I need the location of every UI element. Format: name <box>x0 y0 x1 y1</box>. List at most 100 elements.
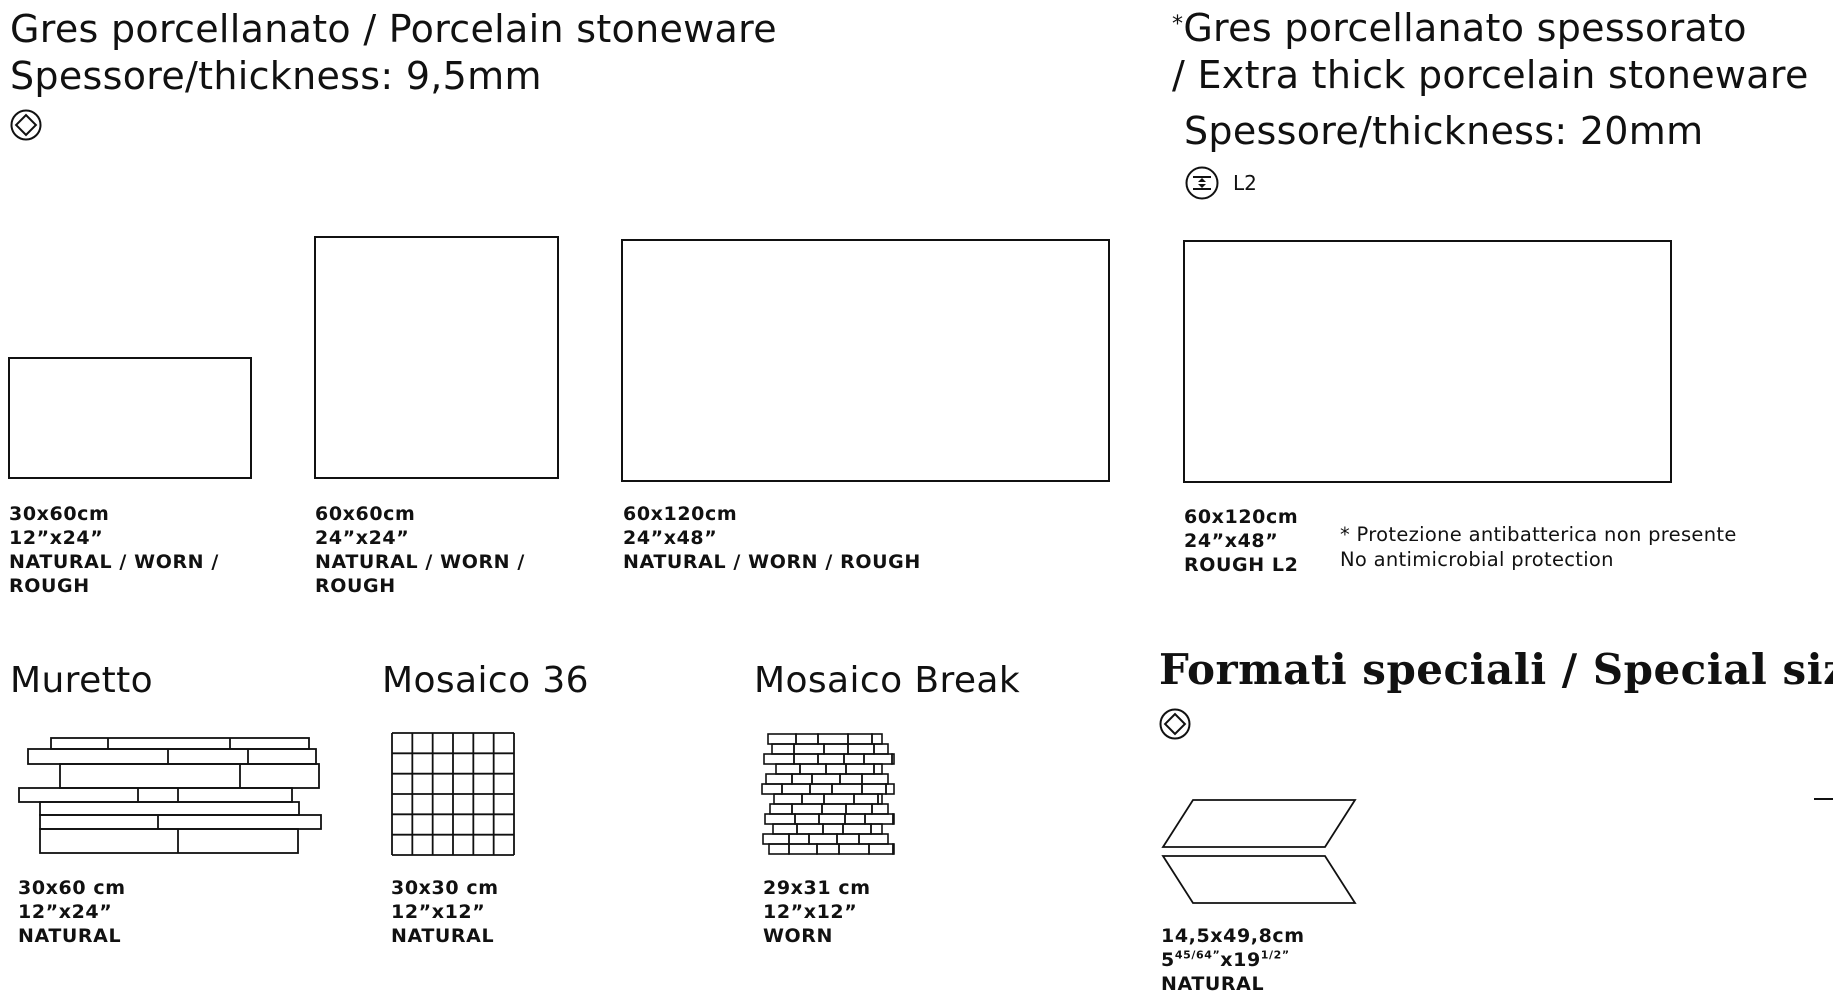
note-line-en: No antimicrobial protection <box>1340 547 1614 571</box>
brick <box>845 803 873 815</box>
caption-line: 12”x24” <box>18 901 113 923</box>
mosaico36-caption: 30x30 cm 12”x12” NATURAL <box>391 876 499 948</box>
tile-60x60-outline <box>314 236 559 479</box>
brick <box>868 843 894 855</box>
brick <box>764 813 796 825</box>
tile-60x60-caption: 60x60cm 24”x24” NATURAL / WORN / ROUGH <box>315 502 525 598</box>
brick <box>861 783 887 795</box>
caption-line: NATURAL <box>1161 973 1265 995</box>
brick <box>861 773 889 785</box>
caption-line: 14,5x49,8cm <box>1161 925 1305 947</box>
brick <box>771 743 795 755</box>
inch-fraction-2: 1/2” <box>1260 948 1290 962</box>
brick <box>839 773 863 785</box>
brick <box>772 823 798 835</box>
brick <box>801 793 825 805</box>
antimicrobial-note: * Protezione antibatterica non presente … <box>1340 523 1737 572</box>
brick <box>843 753 865 765</box>
brick <box>788 843 818 855</box>
brick <box>845 763 875 775</box>
brick <box>847 733 873 745</box>
brick <box>795 733 819 745</box>
caption-line: 29x31 cm <box>763 877 871 899</box>
mosaico-break-pattern <box>761 733 895 855</box>
porcelain-title-line1: Gres porcellanato / Porcelain stoneware <box>10 7 777 51</box>
brick <box>809 783 833 795</box>
special-sizes-title: Formati speciali / Special sizes <box>1159 645 1833 694</box>
brick <box>769 803 793 815</box>
mosaico-break-title: Mosaico Break <box>754 660 1021 701</box>
brick <box>816 843 840 855</box>
caption-line: 12”x24” <box>9 527 104 549</box>
caption-line: NATURAL / WORN / <box>315 551 525 573</box>
extra-thick-thickness: Spessore/thickness: 20mm <box>1184 109 1704 153</box>
brick <box>765 773 793 785</box>
caption-line: ROUGH L2 <box>1184 554 1299 576</box>
inch-whole-2: x19 <box>1220 949 1261 971</box>
muretto-caption: 30x60 cm 12”x24” NATURAL <box>18 876 126 948</box>
caption-line: 30x30 cm <box>391 877 499 899</box>
brick <box>796 823 824 835</box>
brick <box>818 813 846 825</box>
l2-label: L2 <box>1233 171 1257 195</box>
mosaico-break-caption: 29x31 cm 12”x12” WORN <box>763 876 871 948</box>
brick <box>761 783 783 795</box>
brick <box>822 823 844 835</box>
brick <box>791 803 823 815</box>
brick <box>823 793 855 805</box>
caption-line: NATURAL <box>391 925 495 947</box>
inch-fraction-1: 45/64” <box>1174 948 1221 962</box>
extra-thick-title: *Gres porcellanato spessorato / Extra th… <box>1172 5 1809 99</box>
right-edge-dash <box>1814 798 1833 800</box>
caption-line: 24”x24” <box>315 527 410 549</box>
caption-line: 24”x48” <box>623 527 718 549</box>
extra-thick-title-line1: *Gres porcellanato spessorato <box>1172 5 1809 52</box>
brick <box>793 753 819 765</box>
brick <box>873 743 889 755</box>
brick <box>808 833 838 845</box>
brick <box>863 753 893 765</box>
brick <box>817 753 845 765</box>
mosaico36-grid <box>391 732 515 856</box>
brick <box>791 773 813 785</box>
extra-thick-tile-icon <box>1185 166 1219 200</box>
caption-line: 12”x12” <box>391 901 486 923</box>
brick <box>892 843 895 855</box>
brick <box>864 813 894 825</box>
special-parallelogram-tiles <box>1161 799 1357 904</box>
asterisk: * <box>1172 12 1184 37</box>
tile-30x60-outline <box>8 357 252 479</box>
mosaico36-title: Mosaico 36 <box>382 660 589 701</box>
brick <box>781 783 811 795</box>
brick <box>891 753 895 765</box>
brick <box>844 813 866 825</box>
tile-60x120-outline <box>621 239 1110 482</box>
brick <box>838 843 870 855</box>
tile-60x120-thick-outline <box>1183 240 1672 483</box>
porcelain-title: Gres porcellanato / Porcelain stoneware … <box>10 6 777 100</box>
brick <box>775 763 801 775</box>
brick <box>892 813 895 825</box>
diamond-in-circle-icon <box>1159 708 1191 740</box>
brick <box>858 833 889 845</box>
caption-line: ROUGH <box>9 575 90 597</box>
brick <box>788 833 810 845</box>
brick <box>825 763 847 775</box>
caption-line: 60x60cm <box>315 503 416 525</box>
caption-line: 24”x48” <box>1184 530 1279 552</box>
caption-line: 30x60cm <box>9 503 110 525</box>
brick <box>767 733 797 745</box>
brick <box>847 743 875 755</box>
brick <box>799 763 827 775</box>
brick <box>836 833 860 845</box>
brick <box>793 743 825 755</box>
brick <box>831 783 863 795</box>
brick <box>762 833 790 845</box>
muretto-title: Muretto <box>10 660 154 701</box>
caption-line: NATURAL / WORN / <box>9 551 219 573</box>
tile-60x120-caption: 60x120cm 24”x48” NATURAL / WORN / ROUGH <box>623 502 921 574</box>
brick <box>871 733 883 745</box>
caption-line: 60x120cm <box>1184 506 1299 528</box>
caption-line: NATURAL <box>18 925 122 947</box>
inch-whole-1: 5 <box>1161 949 1175 971</box>
